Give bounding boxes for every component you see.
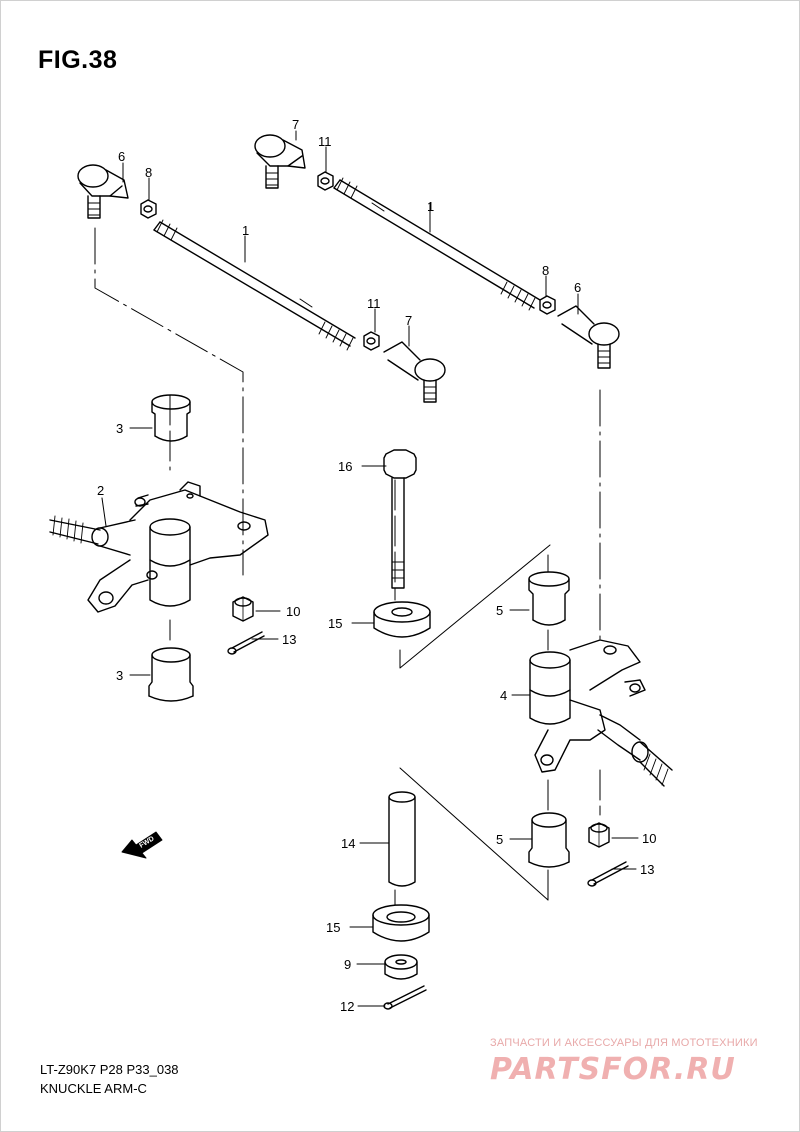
knuckle-arm-4-right (529, 639, 673, 787)
callout-11-left: 11 (367, 296, 381, 311)
forward-arrow-icon: FWD (121, 831, 163, 859)
callout-14: 14 (341, 836, 355, 851)
bolt-16 (383, 449, 417, 589)
watermark-tagline: ЗАПЧАСТИ И АКСЕССУАРЫ ДЛЯ МОТОТЕХНИКИ (490, 1037, 758, 1049)
callout-12: 12 (340, 999, 354, 1014)
cotter-pin-13-right (587, 861, 629, 887)
figure-title: FIG.38 (38, 46, 118, 74)
callout-5-upper: 5 (496, 603, 503, 618)
part-group-name: KNUCKLE ARM-C (40, 1081, 147, 1096)
callout-7-left: 7 (405, 313, 412, 328)
callout-3-upper: 3 (116, 421, 123, 436)
washer-15-lower (372, 904, 430, 942)
cotter-pin-12 (383, 985, 427, 1010)
callout-3-lower: 3 (116, 668, 123, 683)
knuckle-arm-2-left (49, 481, 269, 613)
watermark-logo: PARTSFOR.RU (490, 1052, 736, 1087)
nut-10-left (232, 596, 254, 622)
callout-7-right: 7 (292, 117, 299, 132)
callout-10-right: 10 (642, 831, 656, 846)
guide-lines (94, 227, 601, 906)
callout-1-right: 1 (427, 199, 434, 214)
tie-rod-end-6-left (77, 164, 129, 219)
tie-rod-end-7-right (254, 134, 306, 189)
callout-8-right: 8 (542, 263, 549, 278)
callout-13-right: 13 (640, 862, 654, 877)
bushing-3-lower (148, 647, 194, 702)
callout-15-upper: 15 (328, 616, 342, 631)
nut-10-right (588, 822, 610, 848)
callout-6-left: 6 (118, 149, 125, 164)
leader-lines (101, 130, 639, 1007)
callout-9: 9 (344, 957, 351, 972)
washer-15-upper (373, 601, 431, 638)
callout-2: 2 (97, 483, 104, 498)
callout-1-left: 1 (242, 223, 249, 238)
callout-labels: 6 8 1 7 11 1 11 7 8 6 3 2 3 16 10 13 15 … (97, 117, 656, 1014)
nut-11-right (317, 171, 334, 191)
lock-nut-8-left (140, 199, 157, 219)
tie-rod-right (333, 177, 541, 311)
collar-14 (388, 791, 416, 887)
bushing-5-upper (528, 571, 570, 626)
callout-5-lower: 5 (496, 832, 503, 847)
model-code: LT-Z90K7 P28 P33_038 (40, 1062, 179, 1077)
bushing-5-lower (528, 812, 570, 868)
callout-16: 16 (338, 459, 352, 474)
callout-8-left: 8 (145, 165, 152, 180)
callout-15-lower: 15 (326, 920, 340, 935)
bushing-3-upper (151, 394, 191, 442)
tie-rod-left (153, 219, 356, 351)
lock-nut-8-right (539, 295, 556, 315)
cotter-pin-13-left (227, 631, 265, 655)
nut-11-left (363, 331, 380, 351)
callout-4: 4 (500, 688, 507, 703)
callout-10-left: 10 (286, 604, 300, 619)
nut-9 (384, 954, 418, 980)
callout-13-left: 13 (282, 632, 296, 647)
tie-rod-end-7-left (383, 341, 446, 403)
tie-rod-end-6-right (557, 305, 620, 369)
callout-6-right: 6 (574, 280, 581, 295)
callout-11-right: 11 (318, 134, 332, 149)
